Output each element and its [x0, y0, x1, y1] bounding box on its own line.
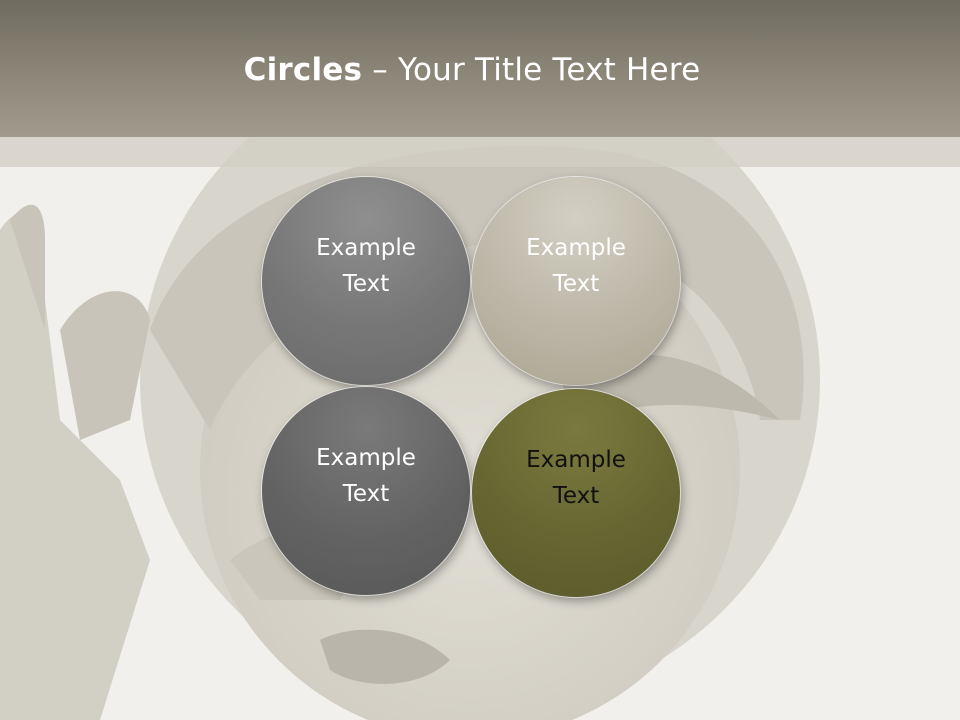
slide-title: Circles – Your Title Text Here	[0, 52, 944, 88]
circle-label: Example Text	[501, 442, 651, 514]
circle-label: Example Text	[291, 230, 441, 302]
circle-top-left[interactable]: Example Text	[262, 177, 470, 385]
circle-label-line1: Example	[526, 447, 626, 473]
title-bold-text: Circles	[243, 52, 363, 88]
circle-label-line2: Text	[552, 483, 600, 509]
circle-label: Example Text	[501, 230, 651, 302]
circle-label-line2: Text	[342, 481, 390, 507]
circle-bottom-left[interactable]: Example Text	[262, 387, 470, 595]
circle-label-line1: Example	[316, 445, 416, 471]
circle-label-line2: Text	[342, 271, 390, 297]
title-bar-strip	[0, 137, 960, 167]
circle-bottom-right[interactable]: Example Text	[472, 389, 680, 597]
title-text: – Your Title Text Here	[362, 52, 701, 88]
circle-label-line1: Example	[316, 235, 416, 261]
circle-top-right[interactable]: Example Text	[472, 177, 680, 385]
circle-label-line2: Text	[552, 271, 600, 297]
circle-label-line1: Example	[526, 235, 626, 261]
circle-label: Example Text	[291, 440, 441, 512]
title-bar	[0, 0, 960, 137]
